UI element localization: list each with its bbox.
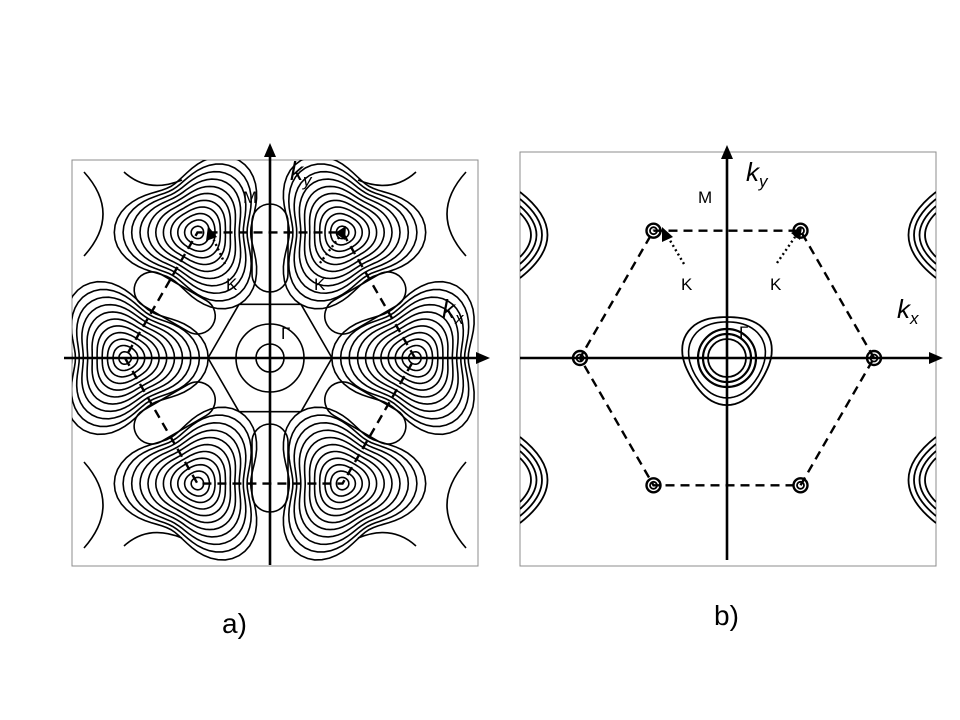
panel-b-point-m: M [698,188,712,207]
contour-ring [139,429,242,538]
panel-a-k-arrowhead-right [335,226,346,240]
panel-a-point-m: M [243,188,257,207]
contour-ring [308,443,386,524]
panel-a-k-arrowhead-left [206,226,217,241]
panel-a-kx-arrowhead [476,352,490,364]
contour-ring [318,457,371,510]
panel-a-ky-arrowhead [264,143,276,157]
contour-ring [169,206,222,259]
contour-ring [293,170,410,295]
contour-corner-fragment [520,191,549,279]
contour-pocket [323,271,407,335]
contour-corner-fragment [520,198,543,272]
contour-ring [147,185,237,280]
contour-corner-fragment [520,457,532,503]
panel-b-point-k-right: K [770,275,782,294]
contour-ring [139,178,242,287]
contour-k-ring [792,477,809,494]
contour-ring [147,436,237,531]
contour-edge-arc [446,461,467,549]
contour-ring [335,476,350,491]
contour-pocket [133,271,217,335]
contour-k-ring [796,480,805,490]
panel-b-kx-label: kx [897,294,919,328]
contour-ring [162,199,227,266]
contour-ring [130,421,247,546]
panel-a-k-arrow-right [319,235,341,264]
panel-a-ky-label: ky [290,156,313,190]
panel-b-kx-arrowhead [929,352,943,364]
panel-b-k-arrowhead-right [791,227,802,240]
contour-ring [176,212,216,253]
contour-ring [122,163,253,302]
contour-corner-fragment [924,457,936,503]
contour-ring [154,192,232,273]
panel-b-caption: b) [714,600,739,631]
contour-edge-arc [357,531,417,547]
contour-ring [162,450,227,517]
contour-corner-fragment [913,443,936,517]
contour-corner-fragment [918,450,936,510]
panel-b-point-k-left: K [681,275,693,294]
contour-edge-arc [123,171,183,187]
panel-a-point-gamma: Γ [281,324,290,343]
contour-ring [303,436,393,531]
contour-ring [190,225,205,240]
contour-corner-fragment [913,198,936,272]
contour-corner-fragment [520,450,538,510]
contour-pocket [324,381,407,445]
panel-b: ky kx M K K Γ b) [519,145,943,631]
panel-a-caption: a) [222,608,247,639]
panel-a-k-arrow-left [210,235,227,265]
contour-corner-fragment [520,436,549,524]
contour-ring [183,470,211,497]
contour-edge-arc [83,171,104,257]
contour-ring [122,414,253,553]
contour-ring [183,219,211,246]
panel-a: ky kx M K K Γ a) [64,143,490,639]
contour-ring [154,443,232,524]
contour-edge-arc [123,531,183,547]
contour-corner-fragment [907,436,936,524]
contour-corner-fragment [924,212,936,258]
contour-edge-arc [357,171,417,187]
panel-a-point-k-left: K [226,275,238,294]
panel-b-ky-arrowhead [721,145,733,159]
contour-ring [176,463,216,504]
panel-b-k-arrow-right [776,236,796,264]
contour-corner-fragment [520,212,532,258]
contour-ring [169,457,222,510]
panel-a-point-k-right: K [314,275,326,294]
contour-corner-fragment [918,205,936,265]
contour-corner-fragment [520,443,543,517]
panel-b-point-gamma: Γ [739,323,748,342]
panel-b-k-arrowhead-left [662,227,673,242]
contour-edge-arc [446,171,467,257]
panel-b-ky-label: ky [746,157,769,191]
panel-b-k-arrow-left [666,236,686,265]
contour-pocket [133,381,216,445]
contour-ring [130,170,247,295]
contour-ring [190,476,205,491]
panel-a-kx-label: kx [442,294,464,328]
contour-ring [313,199,378,266]
contour-corner-fragment [520,205,538,265]
contour-edge-arc [83,461,104,549]
contour-corner-fragment [907,191,936,279]
contour-k-ring [645,477,662,494]
contour-ring [282,406,427,561]
